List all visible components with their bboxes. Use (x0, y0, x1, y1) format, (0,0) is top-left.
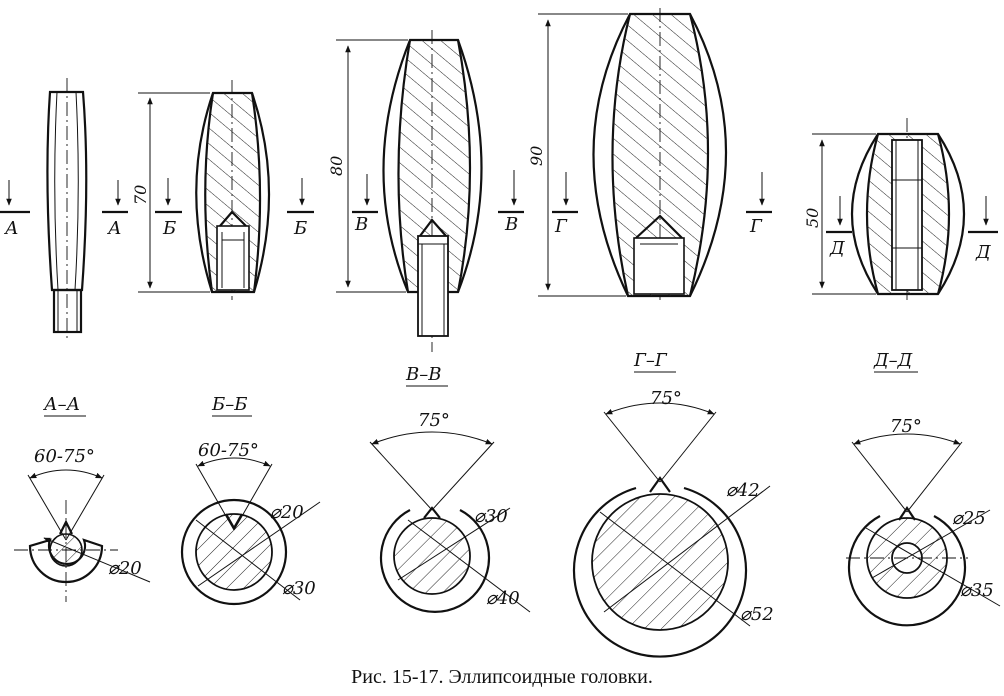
dia-g-inner: ⌀42 (726, 480, 760, 501)
section-marker-a-right: А (106, 218, 122, 239)
section-marker-v-left: В (354, 214, 368, 235)
dim-v-height: 80 (327, 156, 346, 176)
angle-d: 75° (890, 416, 922, 437)
dim-d-height: 50 (803, 208, 822, 228)
view-g-elevation: 90 Г Г (527, 8, 772, 300)
view-a-elevation: А А (0, 78, 128, 338)
section-a: А–А 60-75° ⌀20 (14, 394, 151, 602)
angle-a: 60-75° (34, 446, 95, 467)
angle-b: 60-75° (198, 440, 259, 461)
section-title-d: Д–Д (873, 350, 913, 371)
angle-v: 75° (418, 410, 450, 431)
section-marker-d-left: Д (829, 238, 845, 259)
section-d: Д–Д 75° ⌀25 ⌀35 (846, 350, 1001, 627)
dia-v-inner: ⌀30 (474, 506, 508, 527)
dia-g-outer: ⌀52 (740, 604, 774, 625)
section-b: Б–Б 60-75° ⌀20 ⌀30 (180, 394, 321, 606)
dia-b-inner: ⌀20 (270, 502, 304, 523)
section-title-v: В–В (405, 364, 441, 385)
section-marker-b-right: Б (293, 218, 307, 239)
angle-g: 75° (650, 388, 682, 409)
section-marker-d-right: Д (975, 242, 991, 263)
view-d-elevation: 50 Д Д (803, 118, 998, 300)
section-title-g: Г–Г (633, 350, 668, 371)
section-marker-a-left: А (3, 218, 19, 239)
figure-caption: Рис. 15-17. Эллипсоидные головки. (351, 666, 653, 688)
section-marker-v-right: В (504, 214, 518, 235)
dim-g-height: 90 (527, 146, 546, 166)
dia-b-outer: ⌀30 (282, 578, 316, 599)
dim-b-height: 70 (131, 185, 150, 205)
dia-a-outer: ⌀20 (108, 558, 142, 579)
section-v: В–В 75° ⌀30 ⌀40 (369, 364, 531, 613)
section-marker-g-right: Г (749, 216, 763, 237)
section-title-a: А–А (42, 394, 80, 415)
section-g: Г–Г 75° ⌀42 ⌀52 (572, 350, 774, 658)
section-marker-g-left: Г (554, 216, 568, 237)
dia-d-inner: ⌀25 (952, 508, 986, 529)
dia-d-outer: ⌀35 (960, 580, 994, 601)
section-marker-b-left: Б (162, 218, 176, 239)
dia-v-outer: ⌀40 (486, 588, 520, 609)
view-b-elevation: 70 Б Б (131, 80, 314, 300)
view-v-elevation: 80 В В (327, 30, 524, 352)
section-title-b: Б–Б (211, 394, 247, 415)
